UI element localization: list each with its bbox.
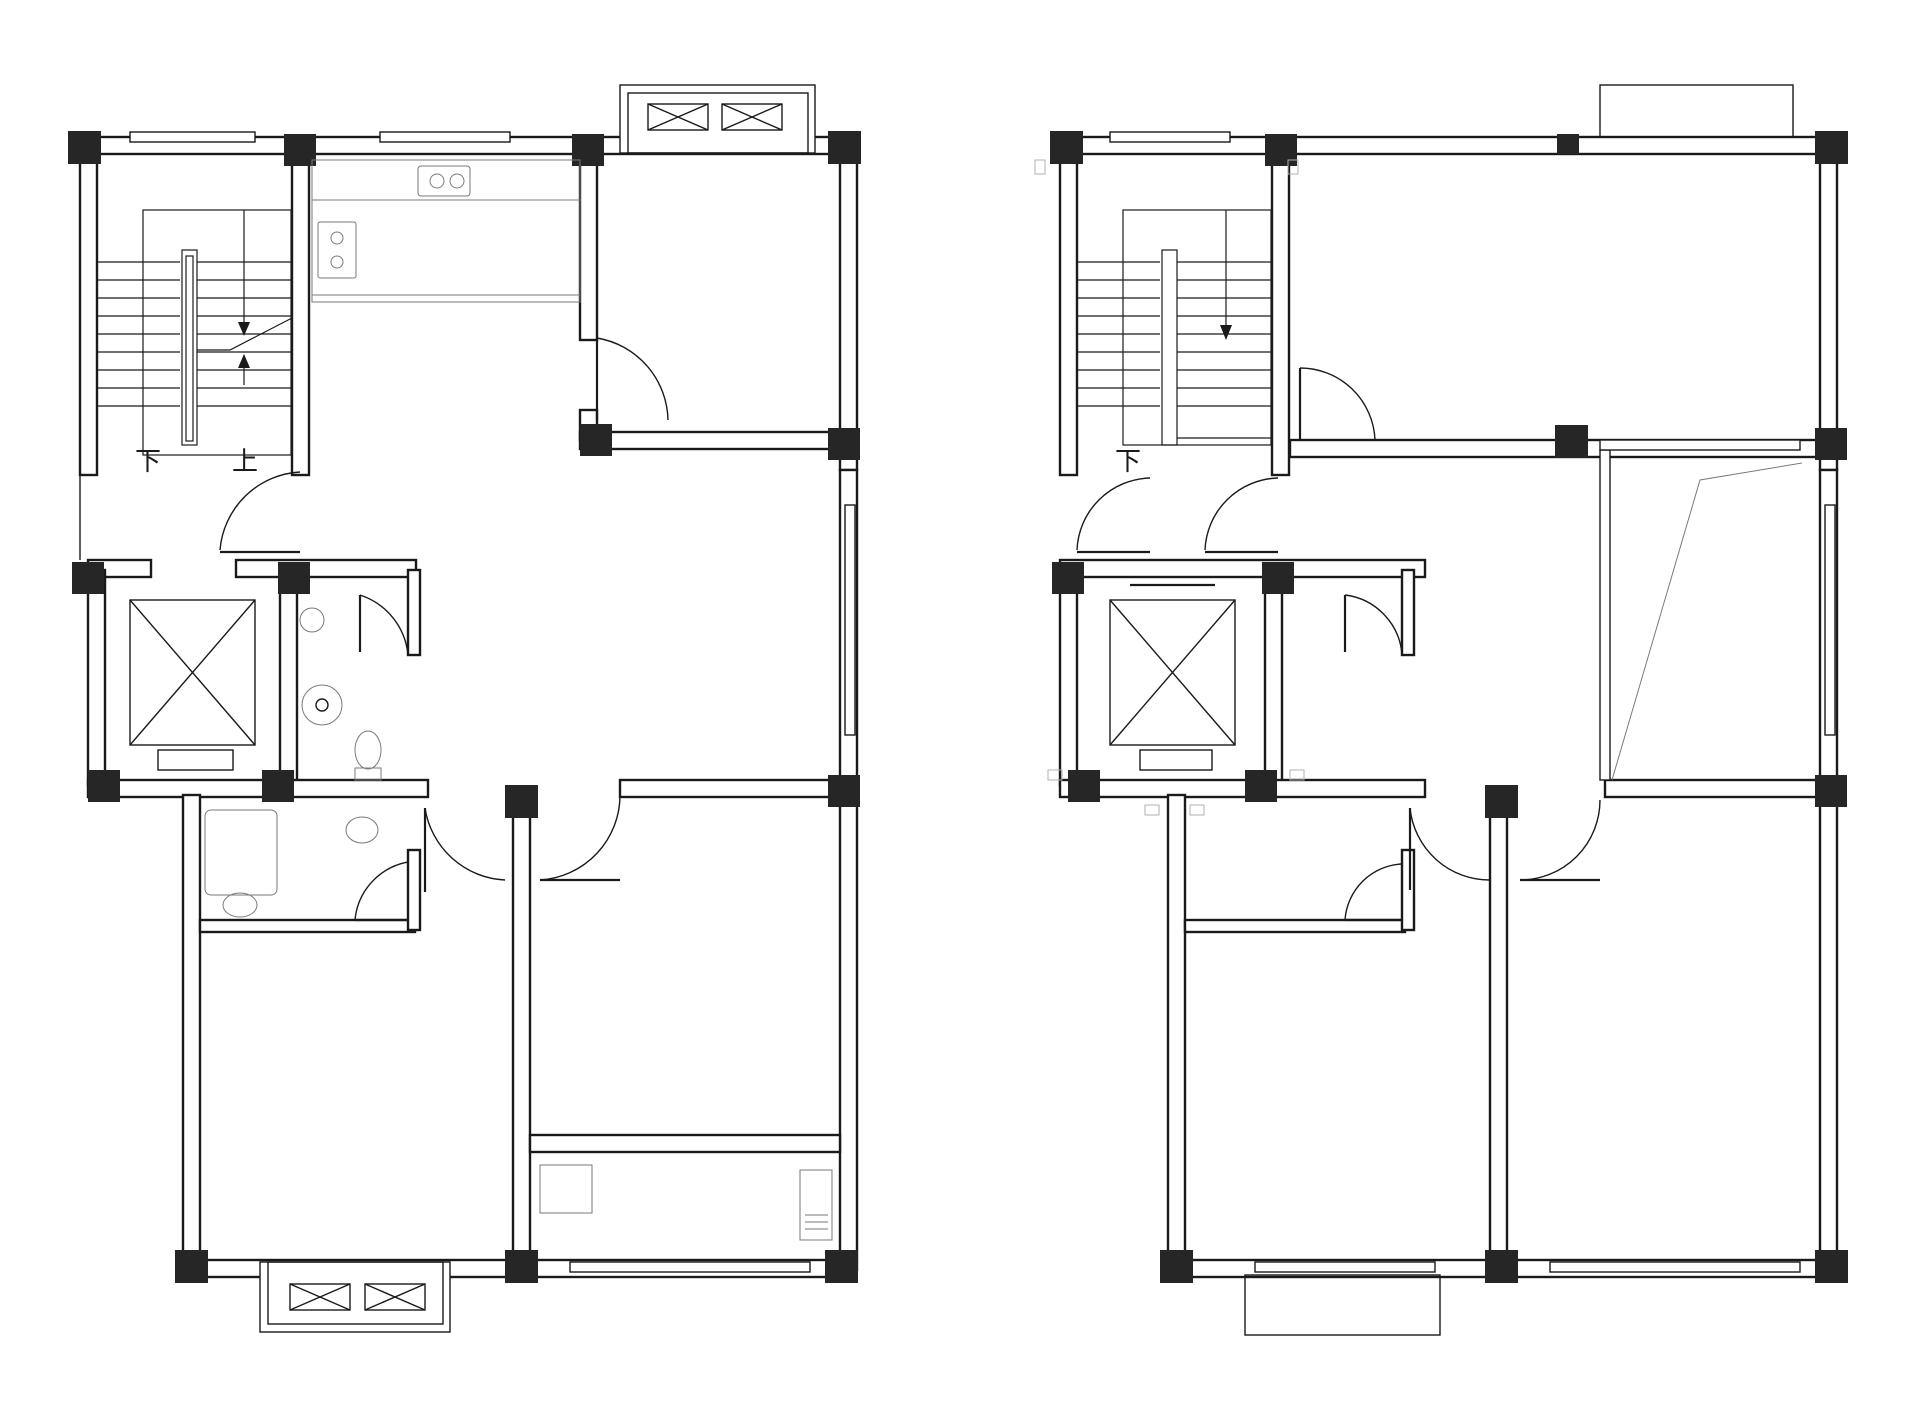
windows-right [1109,84,1836,1336]
floor-plan-left: 下 上 [68,84,861,1333]
doors-right [1076,367,1601,922]
elevator-right [1109,583,1236,771]
bay-window-top-left [647,103,783,131]
windows-left [129,84,856,1333]
elevator-left [129,599,256,771]
staircase-right [1077,209,1272,446]
fixtures-left [204,159,833,1241]
bay-window-bottom-left [289,1283,426,1311]
doors-left [219,337,669,922]
floor-plan-right: 下 [1034,84,1848,1336]
columns-right [1050,131,1848,1283]
stair-down-label: 下 [135,447,161,477]
stair-down-label-right: 下 [1115,447,1141,477]
staircase-left [97,209,293,456]
columns-left [68,131,861,1283]
fixtures-right [1034,159,1305,816]
stair-up-label: 上 [232,447,258,477]
